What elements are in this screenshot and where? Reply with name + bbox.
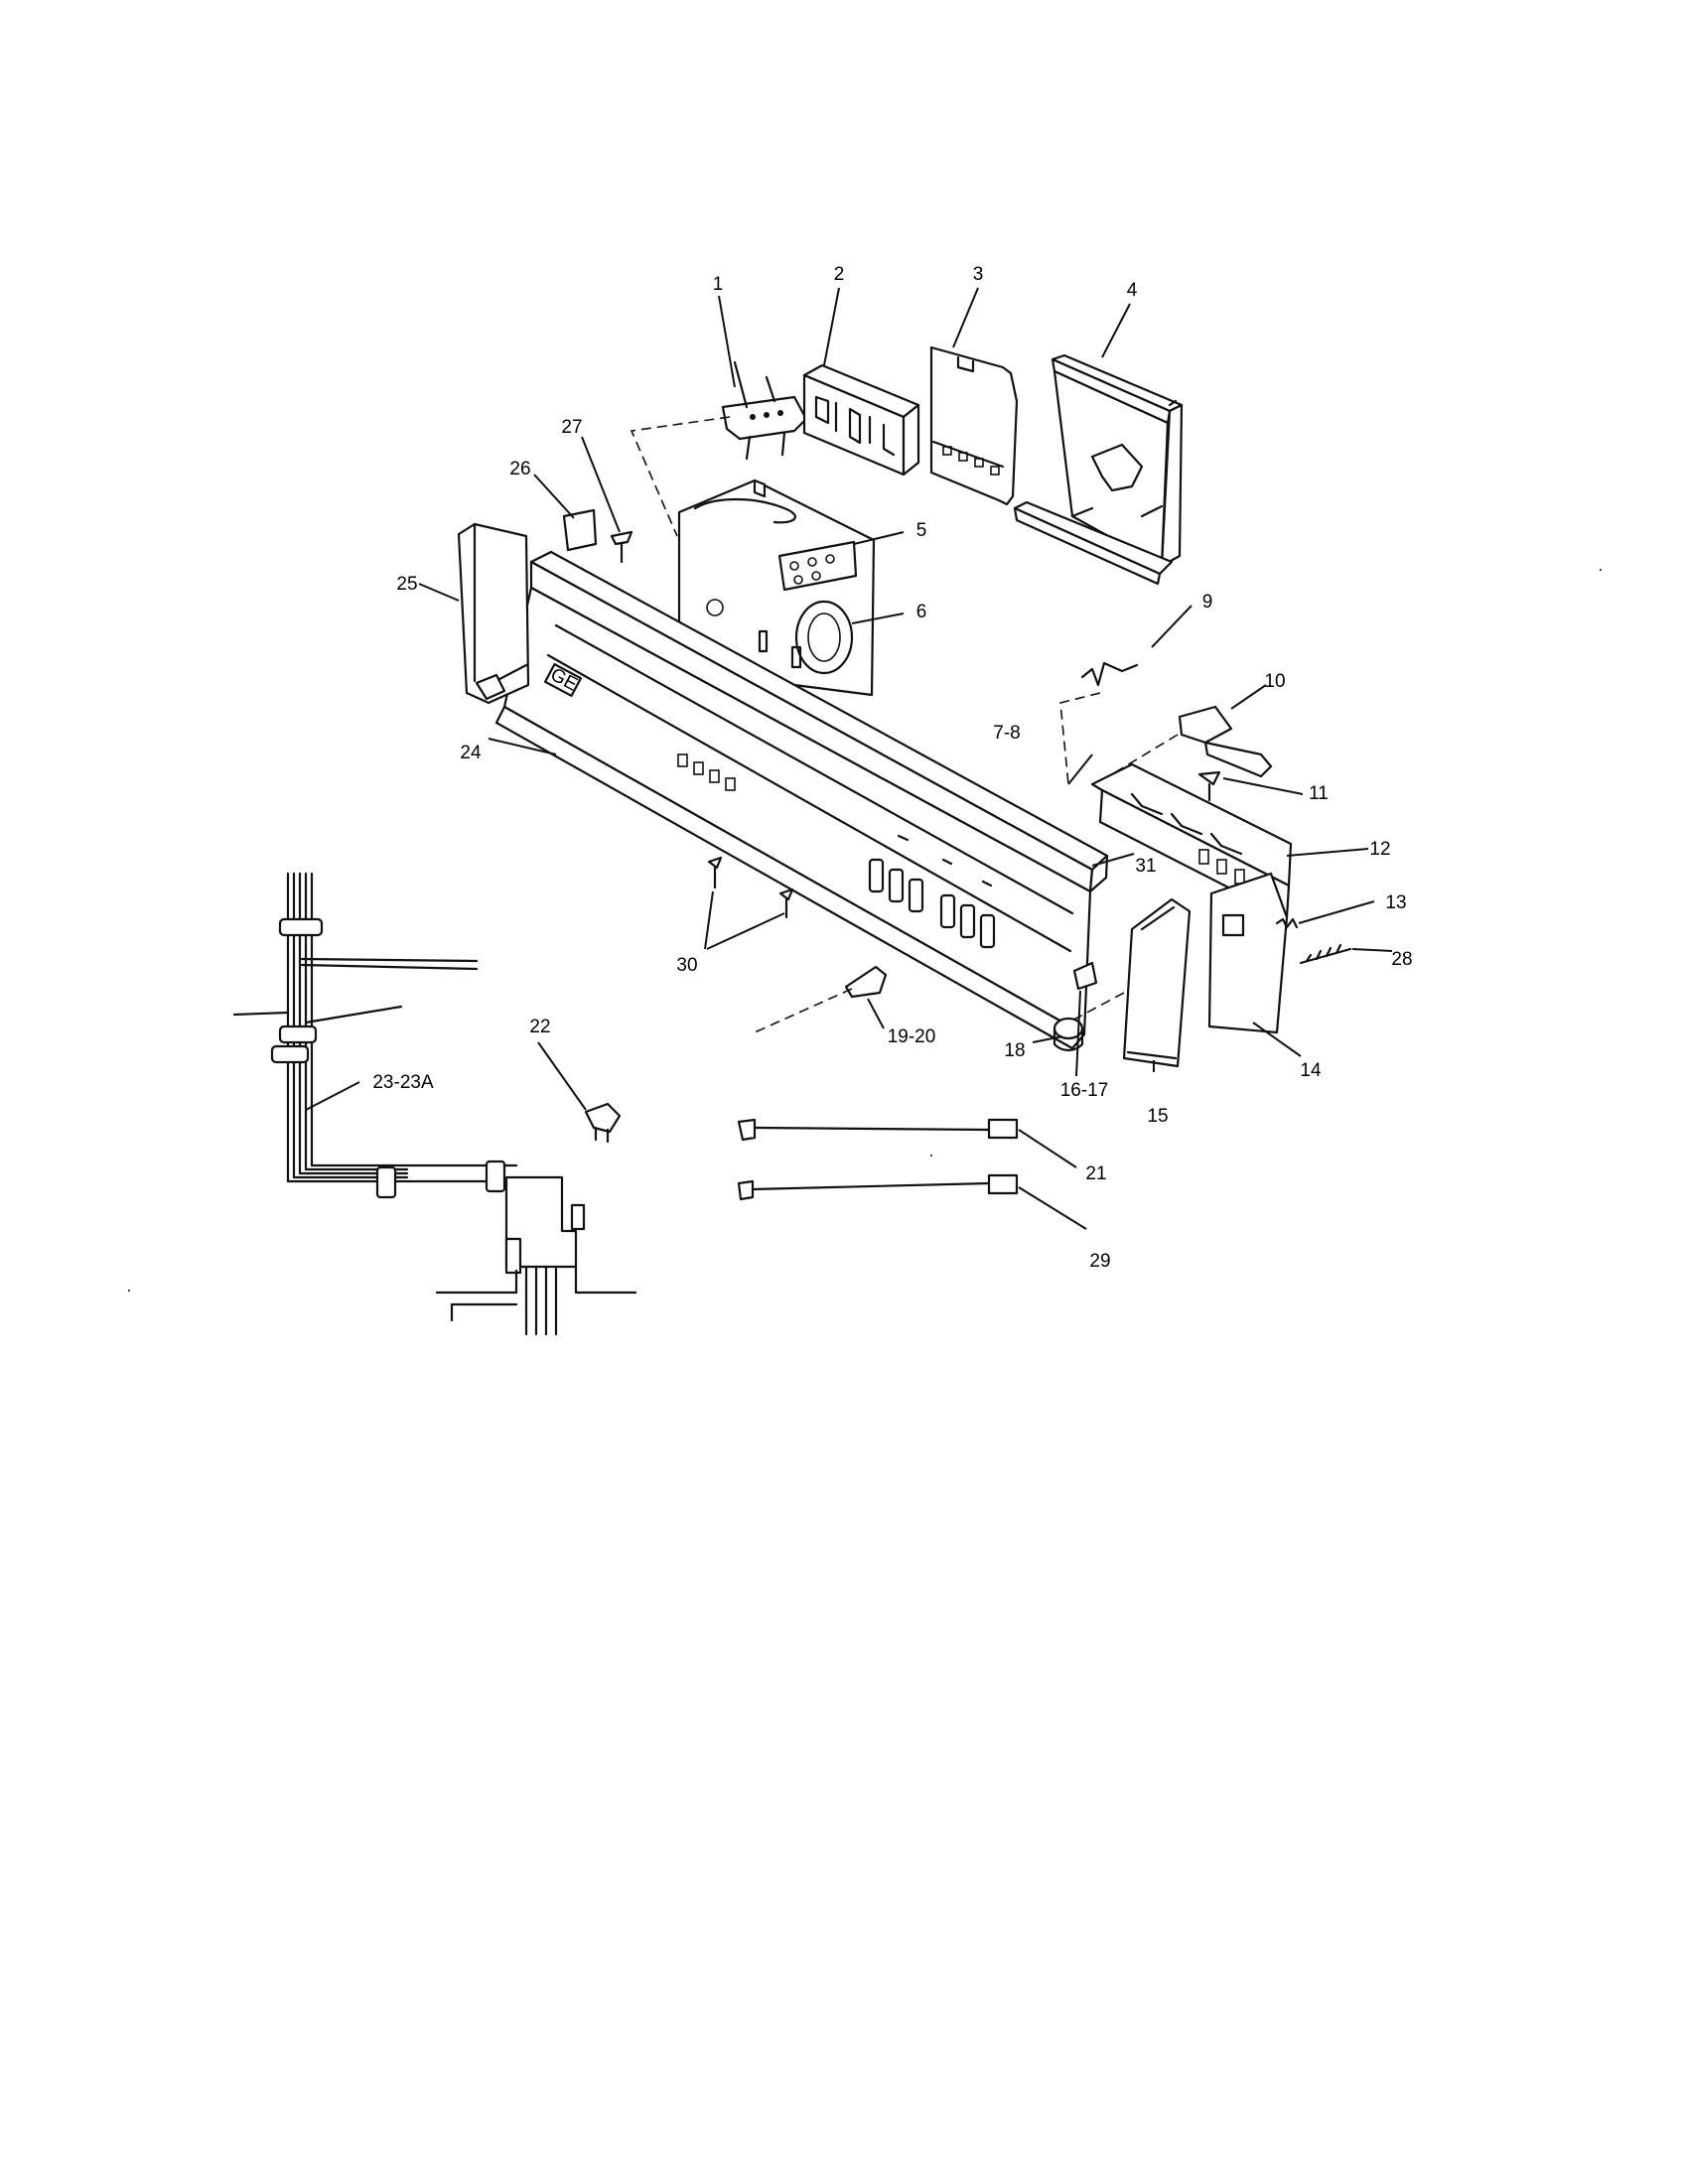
callout-label: 22 bbox=[529, 1017, 550, 1037]
callout-label: 16-17 bbox=[1060, 1080, 1109, 1101]
part-clip bbox=[562, 508, 598, 552]
part-screw-11 bbox=[1197, 770, 1221, 802]
callout-label: 12 bbox=[1369, 839, 1390, 860]
callout-label: 24 bbox=[460, 743, 482, 763]
callout-label: 11 bbox=[1309, 783, 1329, 804]
callout-label: 13 bbox=[1385, 892, 1406, 913]
callout-label: 1 bbox=[713, 274, 724, 295]
part-bracket bbox=[721, 360, 808, 461]
part-screw-28 bbox=[1299, 943, 1352, 965]
callout-label: 6 bbox=[916, 602, 927, 622]
callout-label: 27 bbox=[561, 417, 582, 438]
callout-label: 18 bbox=[1004, 1040, 1025, 1061]
part-mounting-bracket bbox=[1013, 353, 1184, 586]
part-wire-lead-21 bbox=[737, 1118, 1019, 1142]
callout-label: 4 bbox=[1127, 280, 1138, 301]
part-left-end-cap bbox=[457, 522, 530, 705]
part-wire-lead-29 bbox=[737, 1173, 1019, 1201]
part-actuator bbox=[1178, 705, 1273, 778]
part-switch-block bbox=[802, 363, 920, 477]
callout-label: 26 bbox=[509, 459, 530, 479]
part-spring-wire bbox=[1080, 661, 1139, 687]
part-screw-27 bbox=[610, 530, 633, 564]
part-grommet bbox=[1052, 1017, 1084, 1052]
callout-label: 29 bbox=[1089, 1251, 1110, 1272]
callout-label: 9 bbox=[1202, 592, 1213, 613]
callout-label: 7-8 bbox=[993, 723, 1020, 744]
callout-label: 3 bbox=[973, 264, 984, 285]
callout-label: 10 bbox=[1264, 671, 1285, 692]
part-control-panel: GE bbox=[494, 550, 1109, 1050]
callout-label: 23-23A bbox=[372, 1072, 434, 1093]
callout-label: 5 bbox=[916, 520, 927, 541]
callout-label: 19-20 bbox=[888, 1026, 936, 1047]
callout-label: 2 bbox=[834, 264, 845, 285]
callout-label: 14 bbox=[1300, 1060, 1322, 1081]
part-screws-30 bbox=[707, 856, 794, 919]
part-small-bracket bbox=[1072, 961, 1098, 991]
callout-label: 21 bbox=[1085, 1163, 1106, 1184]
assembly-lines bbox=[630, 416, 1179, 1033]
part-timer-assembly bbox=[677, 478, 876, 697]
part-right-bracket bbox=[1207, 872, 1289, 1034]
part-wiring-harness bbox=[232, 872, 637, 1336]
part-spring bbox=[1275, 917, 1299, 929]
part-knob bbox=[844, 965, 888, 999]
part-button-cap bbox=[584, 1102, 622, 1144]
leader-lines bbox=[305, 287, 1393, 1230]
callout-label: 30 bbox=[676, 955, 697, 976]
callout-label: 28 bbox=[1391, 949, 1412, 970]
callout-label: 25 bbox=[396, 574, 417, 595]
callout-labels: 1 2 3 4 5 6 7-8 9 10 11 12 13 14 15 16-1… bbox=[372, 264, 1412, 1272]
callout-label: 31 bbox=[1135, 856, 1156, 877]
part-right-end-cap bbox=[1122, 897, 1192, 1068]
callout-label: 15 bbox=[1147, 1106, 1168, 1127]
part-circuit-board bbox=[929, 345, 1019, 506]
